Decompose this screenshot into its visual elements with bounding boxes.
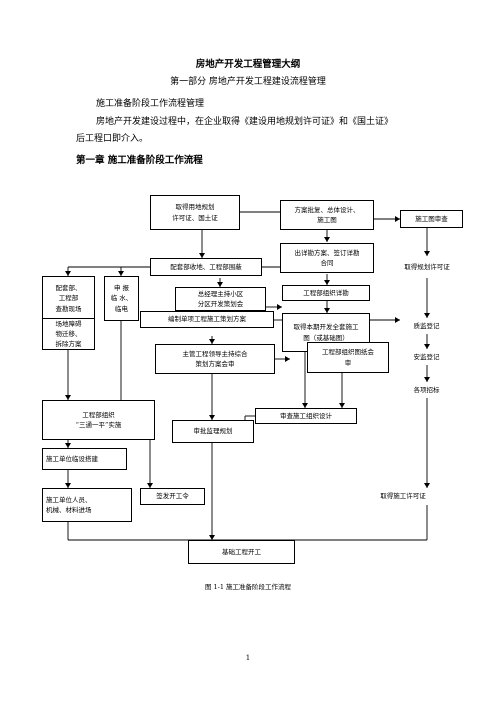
body-paragraph-line1: 房地产开发建设过程中，在企业取得《建设用地规划许可证》和《国土证》 — [96, 117, 394, 127]
flow-node-construction-org-review: 审查施工组织设计 — [255, 408, 357, 424]
flow-node-detailed-survey: 工程部组织详勘 — [282, 285, 370, 301]
chapter-heading: 第一章 施工准备阶段工作流程 — [76, 155, 203, 166]
flow-node-temporary-facilities: 施工单位临设搭建 — [42, 448, 127, 470]
figure-caption: 图 1-1 施工准备阶段工作流程 — [204, 583, 292, 591]
flow-node-construction-permit: 取得施工许可证 — [370, 488, 436, 505]
flow-node-planning-permit: 取得规划许可证 — [395, 258, 459, 276]
flow-node-quality-registration: 质监登记 — [400, 318, 453, 334]
flow-node-comprehensive-review: 主管工程领导主持综合 策划方案会审 — [155, 344, 275, 374]
flow-node-drawing-joint-review: 工程部组织图纸会 审 — [307, 342, 389, 373]
flow-node-temp-utilities: 申 报 临 水、 临电 — [104, 276, 139, 321]
flow-node-foundation-start: 基础工程开工 — [188, 540, 295, 564]
flow-node-scheme-approval: 方案批复、总体设计、 施工图 — [280, 200, 374, 230]
flow-node-tendering: 各项招标 — [400, 382, 453, 398]
flow-node-supervision-plan: 审批监理规划 — [172, 420, 254, 443]
flow-node-three-connections: 工程部组织 “三通一平”实施 — [42, 400, 155, 440]
flow-node-gm-planning-meeting: 总经理主持小区 分区开发策划会 — [175, 287, 266, 311]
flow-node-land-fencing: 配套部收地、工程部围蔽 — [150, 258, 262, 276]
flow-node-land-permit: 取得用地规划 许可证、国土证 — [150, 195, 240, 230]
flow-node-survey-contract: 出详勘方案、签订详勘 合同 — [280, 243, 374, 273]
section-heading: 施工准备阶段工作流程管理 — [96, 99, 205, 109]
document-title: 房地产开发工程管理大纲 — [195, 59, 301, 70]
flow-node-start-order: 签发开工令 — [140, 488, 205, 505]
body-paragraph-line2: 后工程口即介入。 — [76, 134, 149, 144]
flow-node-safety-registration: 安监登记 — [400, 349, 453, 365]
flow-node-site-survey: 配套部、 工程部 查勘现场 — [42, 276, 95, 321]
flow-node-obstacle-removal: 场地障碍 物迁移、 拆除方案 — [42, 318, 95, 350]
part-heading: 第一部分 房地产开发工程建设流程管理 — [170, 77, 326, 87]
flow-node-personnel-materials: 施工单位人员、 机械、材料进场 — [42, 488, 132, 522]
flow-node-single-project-plan: 编制单项工程施工策划方案 — [140, 311, 274, 328]
page-number: 1 — [245, 654, 251, 662]
flow-node-drawing-review: 施工图审查 — [400, 210, 463, 228]
